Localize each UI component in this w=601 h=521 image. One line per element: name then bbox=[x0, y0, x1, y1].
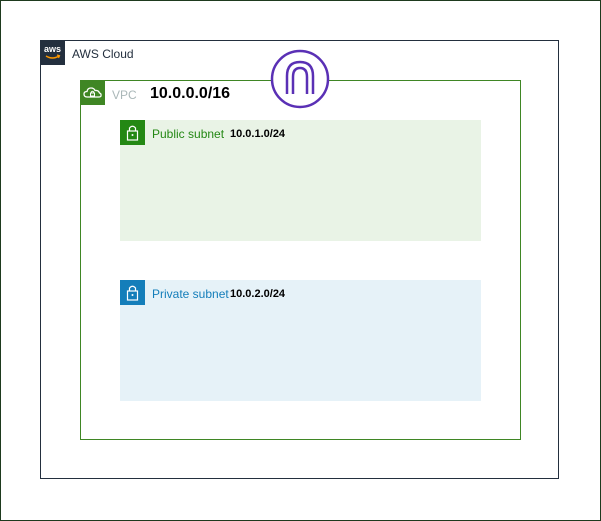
private-subnet-lock-icon bbox=[120, 280, 145, 305]
aws-logo-icon: aws bbox=[40, 40, 65, 65]
aws-cloud-label: AWS Cloud bbox=[72, 47, 134, 61]
vpc-cloud-lock-icon bbox=[80, 80, 105, 105]
svg-text:aws: aws bbox=[44, 44, 61, 54]
vpc-cidr: 10.0.0.0/16 bbox=[150, 85, 231, 102]
public-subnet-group[interactable] bbox=[120, 120, 481, 241]
private-subnet-cidr: 10.0.2.0/24 bbox=[230, 288, 286, 300]
public-subnet-cidr: 10.0.1.0/24 bbox=[230, 128, 286, 140]
aws-cloud-group[interactable] bbox=[40, 40, 559, 479]
private-subnet-group[interactable] bbox=[120, 280, 481, 401]
public-subnet-label: Public subnet bbox=[152, 127, 225, 141]
public-subnet-lock-icon bbox=[120, 120, 145, 145]
private-subnet-label: Private subnet bbox=[152, 287, 229, 301]
vpc-label: VPC bbox=[112, 88, 137, 102]
internet-gateway-icon[interactable] bbox=[270, 49, 330, 109]
